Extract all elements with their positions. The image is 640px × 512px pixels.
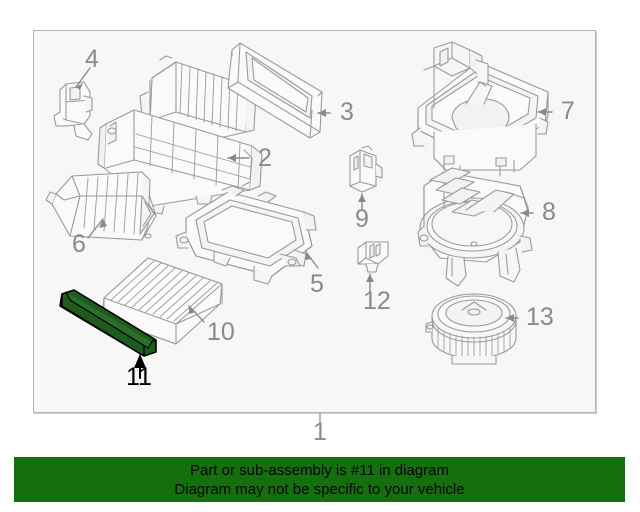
part-8-blower-scroll-housing (417, 167, 533, 287)
part-10-cabin-air-filter (101, 257, 223, 345)
part-13-blower-wheel-fan (425, 293, 517, 365)
callout-label-4: 4 (85, 45, 99, 73)
notice-line-primary: Part or sub-assembly is #11 in diagram (190, 461, 449, 479)
callout-label-5: 5 (310, 270, 324, 298)
part-4-intake-actuator (53, 81, 93, 141)
part-12-retaining-clip (357, 241, 389, 273)
callout-label-12: 12 (363, 287, 391, 315)
callout-label-6: 6 (72, 230, 86, 258)
callout-label-1: 1 (313, 418, 327, 446)
callout-label-2: 2 (258, 144, 272, 172)
part-11-filter-seal-strip (59, 289, 157, 357)
notice-line-secondary: Diagram may not be specific to your vehi… (174, 480, 465, 498)
callout-label-11: 11 (126, 363, 152, 391)
part-9-blower-resistor (349, 145, 383, 193)
callout-label-9: 9 (355, 205, 369, 233)
part-7-blower-housing-cover (411, 41, 549, 177)
part-5-filter-frame-tray (175, 185, 317, 285)
callout-label-7: 7 (561, 97, 575, 125)
part-6-louvered-cover (45, 171, 157, 241)
callout-label-10: 10 (207, 318, 235, 346)
callout-label-8: 8 (542, 198, 556, 226)
callout-label-13: 13 (526, 303, 554, 331)
part-notice-banner: Part or sub-assembly is #11 in diagram D… (14, 457, 625, 502)
callout-label-3: 3 (340, 98, 354, 126)
part-3-air-intake-duct (227, 42, 323, 139)
